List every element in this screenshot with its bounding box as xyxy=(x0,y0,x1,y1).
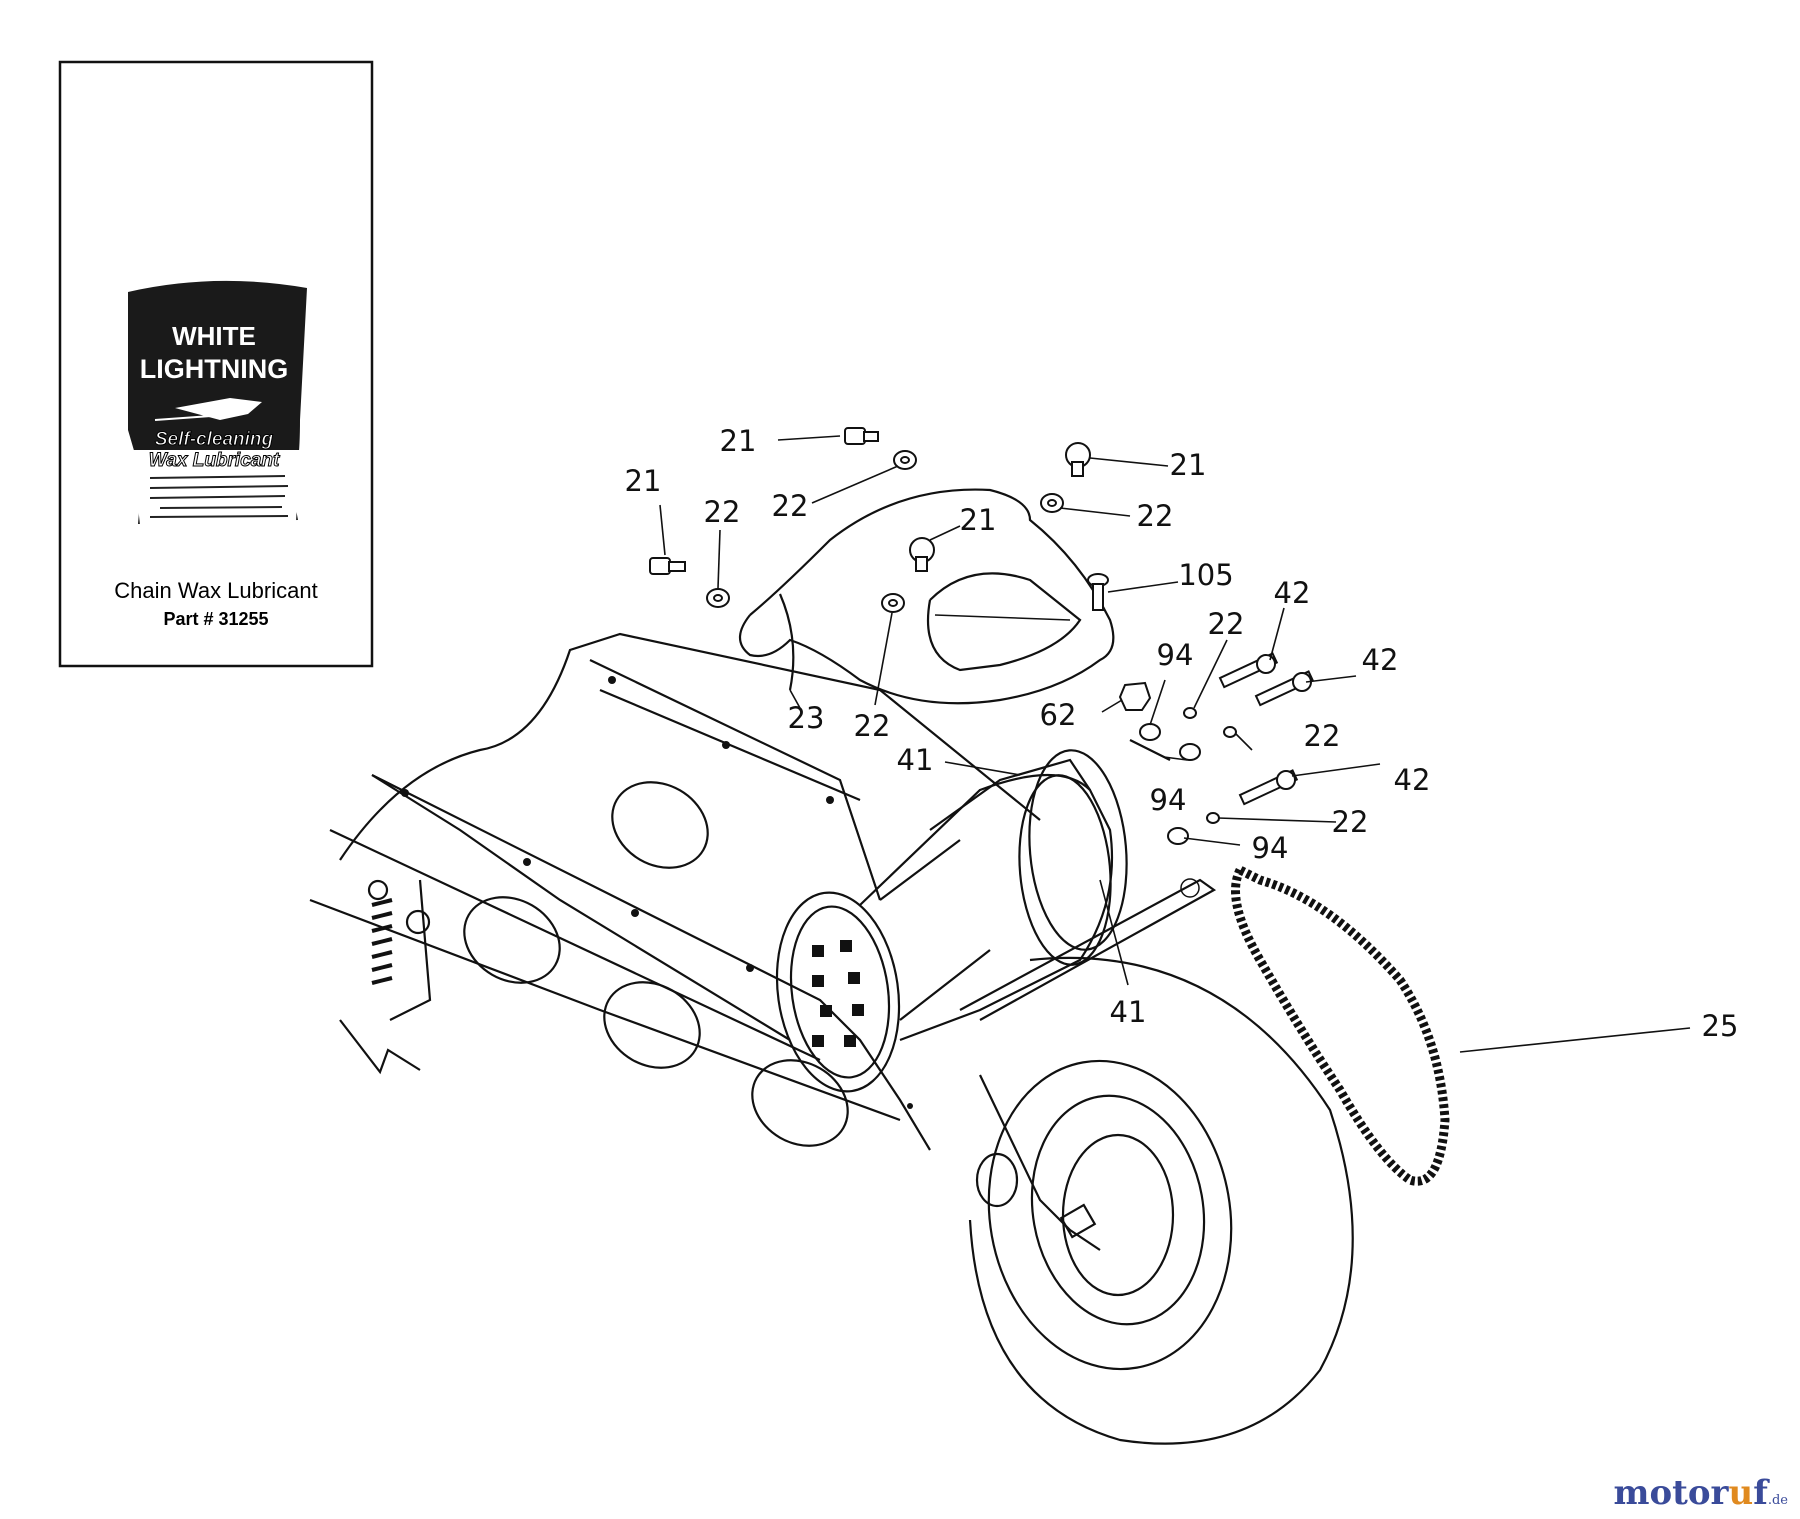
watermark-prefix: motor xyxy=(1613,1473,1729,1513)
callout-22: 22 xyxy=(1332,805,1369,839)
inset-caption: Chain Wax Lubricant xyxy=(114,578,317,603)
bolt-icon xyxy=(909,537,935,572)
washer-icon xyxy=(1139,723,1161,741)
washer-icon xyxy=(1183,707,1197,719)
washer-icon xyxy=(1167,827,1189,845)
watermark-accent: u xyxy=(1728,1473,1754,1513)
screw-icon xyxy=(1087,573,1109,611)
bolt-icon xyxy=(844,427,879,445)
callout-42: 42 xyxy=(1362,643,1399,677)
hardware xyxy=(649,427,1315,845)
callout-25: 25 xyxy=(1702,1009,1739,1043)
frame-assembly xyxy=(309,632,1041,1208)
callout-42: 42 xyxy=(1394,763,1431,797)
washer-icon xyxy=(1179,743,1201,761)
drive-chain xyxy=(1231,863,1450,1186)
washer-icon xyxy=(706,588,730,608)
inset-panel: WHITE LIGHTNING Self-cleaning Wax Lubric… xyxy=(58,60,374,668)
callout-22: 22 xyxy=(854,709,891,743)
svg-text:LIGHTNING: LIGHTNING xyxy=(140,354,289,384)
washer-icon xyxy=(893,450,917,470)
callout-94: 94 xyxy=(1150,783,1187,817)
watermark-suffix: f xyxy=(1753,1473,1768,1513)
washer-icon xyxy=(881,593,905,613)
callout-labels: 21 21 21 21 22 22 22 22 22 22 22 22 23 1… xyxy=(625,424,1739,1043)
washer-icon xyxy=(1223,726,1237,738)
washer-icon xyxy=(1040,493,1064,513)
bolt-icon xyxy=(1238,769,1299,806)
lubricant-bottle-icon: WHITE LIGHTNING Self-cleaning Wax Lubric… xyxy=(128,280,307,525)
callout-22: 22 xyxy=(772,489,809,523)
inset-part-number: Part # 31255 xyxy=(163,609,268,629)
callout-22: 22 xyxy=(704,495,741,529)
callout-105: 105 xyxy=(1178,558,1233,592)
callout-22: 22 xyxy=(1137,499,1174,533)
watermark-logo: motoruf.de xyxy=(1614,1473,1788,1513)
chain-guard xyxy=(738,488,1115,705)
callout-21: 21 xyxy=(960,503,997,537)
svg-text:Self-cleaning: Self-cleaning xyxy=(155,429,274,450)
watermark-tld: .de xyxy=(1767,1493,1788,1508)
callout-42: 42 xyxy=(1274,576,1311,610)
bolt-icon xyxy=(1254,670,1315,707)
washer-icon xyxy=(1206,812,1220,824)
callout-23: 23 xyxy=(788,701,825,735)
wheel xyxy=(968,956,1354,1445)
drive-motor xyxy=(775,739,1217,1093)
spring-mechanism xyxy=(339,879,432,1075)
callout-41: 41 xyxy=(1110,995,1147,1029)
svg-text:Wax Lubricant: Wax Lubricant xyxy=(149,450,280,471)
bolt-icon xyxy=(1218,652,1279,689)
callout-21: 21 xyxy=(1170,448,1207,482)
callout-41: 41 xyxy=(897,743,934,777)
callout-22: 22 xyxy=(1304,719,1341,753)
nut-icon xyxy=(1118,681,1152,711)
leader-lines xyxy=(659,435,1691,1053)
bottle-brand-text: WHITE xyxy=(172,321,256,351)
callout-21: 21 xyxy=(720,424,757,458)
callout-94: 94 xyxy=(1157,638,1194,672)
bolt-icon xyxy=(1065,442,1091,477)
callout-22: 22 xyxy=(1208,607,1245,641)
callout-62: 62 xyxy=(1040,698,1077,732)
callout-94: 94 xyxy=(1252,831,1289,865)
bolt-icon xyxy=(649,557,686,575)
callout-21: 21 xyxy=(625,464,662,498)
